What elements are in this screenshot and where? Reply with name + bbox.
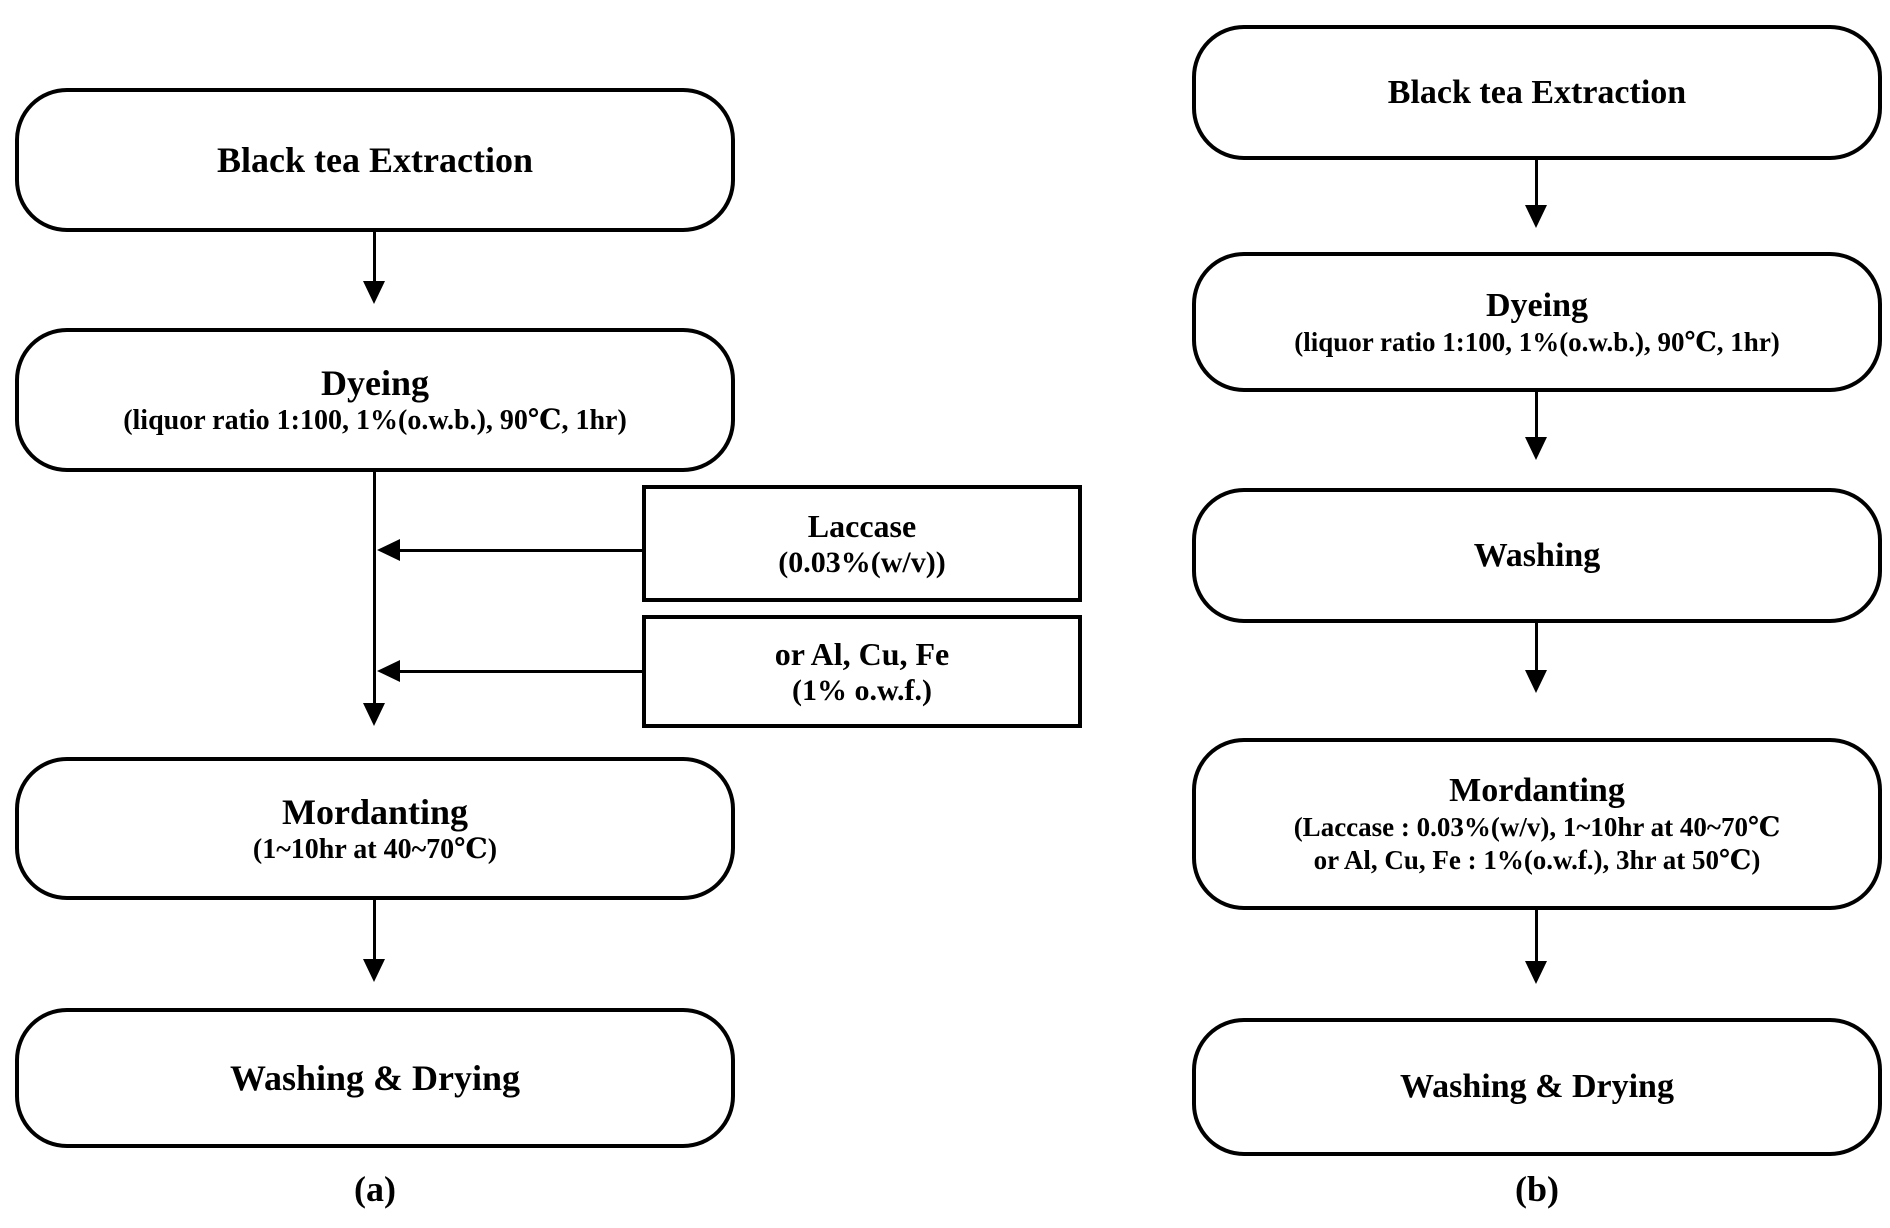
panel-a-label: (a) bbox=[354, 1169, 396, 1209]
node-title: Dyeing bbox=[321, 363, 429, 403]
node-subtitle: (1% o.w.f.) bbox=[792, 673, 932, 707]
node-title: or Al, Cu, Fe bbox=[774, 635, 950, 672]
arrow-line bbox=[399, 549, 642, 552]
arrow-head-down-icon bbox=[1525, 670, 1547, 693]
node-subtitle-line1: (Laccase : 0.03%(w/v), 1~10hr at 40~70℃ bbox=[1293, 812, 1781, 842]
node-b-dyeing: Dyeing (liquor ratio 1:100, 1%(o.w.b.), … bbox=[1192, 252, 1882, 392]
node-subtitle: (liquor ratio 1:100, 1%(o.w.b.), 90℃, 1h… bbox=[123, 405, 627, 436]
arrow-line bbox=[399, 670, 642, 673]
arrow-line bbox=[1535, 623, 1538, 671]
node-title: Mordanting bbox=[281, 791, 468, 832]
node-title: Washing & Drying bbox=[1400, 1068, 1674, 1105]
arrow-line bbox=[1535, 392, 1538, 438]
arrow-head-left-icon bbox=[377, 539, 400, 561]
arrow-head-down-icon bbox=[363, 703, 385, 726]
node-b-washing: Washing bbox=[1192, 488, 1882, 623]
node-subtitle-line2: or Al, Cu, Fe : 1%(o.w.f.), 3hr at 50℃) bbox=[1313, 845, 1761, 875]
node-title: Washing & Drying bbox=[229, 1058, 521, 1098]
node-subtitle: (liquor ratio 1:100, 1%(o.w.b.), 90℃, 1h… bbox=[1294, 326, 1780, 357]
node-a-black-tea-extraction: Black tea Extraction bbox=[15, 88, 735, 232]
arrow-line bbox=[1535, 160, 1538, 206]
node-a-dyeing: Dyeing (liquor ratio 1:100, 1%(o.w.b.), … bbox=[15, 328, 735, 472]
arrow-line bbox=[373, 232, 376, 282]
node-title: Dyeing bbox=[1486, 286, 1588, 324]
arrow-head-down-icon bbox=[1525, 205, 1547, 228]
node-title: Black tea Extraction bbox=[1387, 73, 1687, 111]
node-a-washing-drying: Washing & Drying bbox=[15, 1008, 735, 1148]
arrow-head-down-icon bbox=[1525, 437, 1547, 460]
arrow-line bbox=[373, 472, 376, 704]
node-a-mordanting: Mordanting (1~10hr at 40~70℃) bbox=[15, 757, 735, 900]
arrow-line bbox=[373, 900, 376, 960]
node-title: Washing bbox=[1473, 536, 1601, 574]
node-subtitle: (0.03%(w/v)) bbox=[778, 545, 946, 579]
node-title: Mordanting bbox=[1449, 772, 1625, 809]
node-b-black-tea-extraction: Black tea Extraction bbox=[1192, 25, 1882, 160]
node-b-mordanting: Mordanting (Laccase : 0.03%(w/v), 1~10hr… bbox=[1192, 738, 1882, 910]
node-a-laccase: Laccase (0.03%(w/v)) bbox=[642, 485, 1082, 602]
node-title: Black tea Extraction bbox=[217, 140, 533, 180]
arrow-head-down-icon bbox=[1525, 961, 1547, 984]
arrow-line bbox=[1535, 910, 1538, 962]
panel-b-label: (b) bbox=[1515, 1169, 1559, 1209]
node-b-washing-drying: Washing & Drying bbox=[1192, 1018, 1882, 1156]
arrow-head-down-icon bbox=[363, 281, 385, 304]
node-a-metal-mordant: or Al, Cu, Fe (1% o.w.f.) bbox=[642, 615, 1082, 728]
arrow-head-down-icon bbox=[363, 959, 385, 982]
arrow-head-left-icon bbox=[377, 660, 400, 682]
node-title: Laccase bbox=[807, 507, 917, 544]
node-subtitle: (1~10hr at 40~70℃) bbox=[252, 833, 498, 865]
